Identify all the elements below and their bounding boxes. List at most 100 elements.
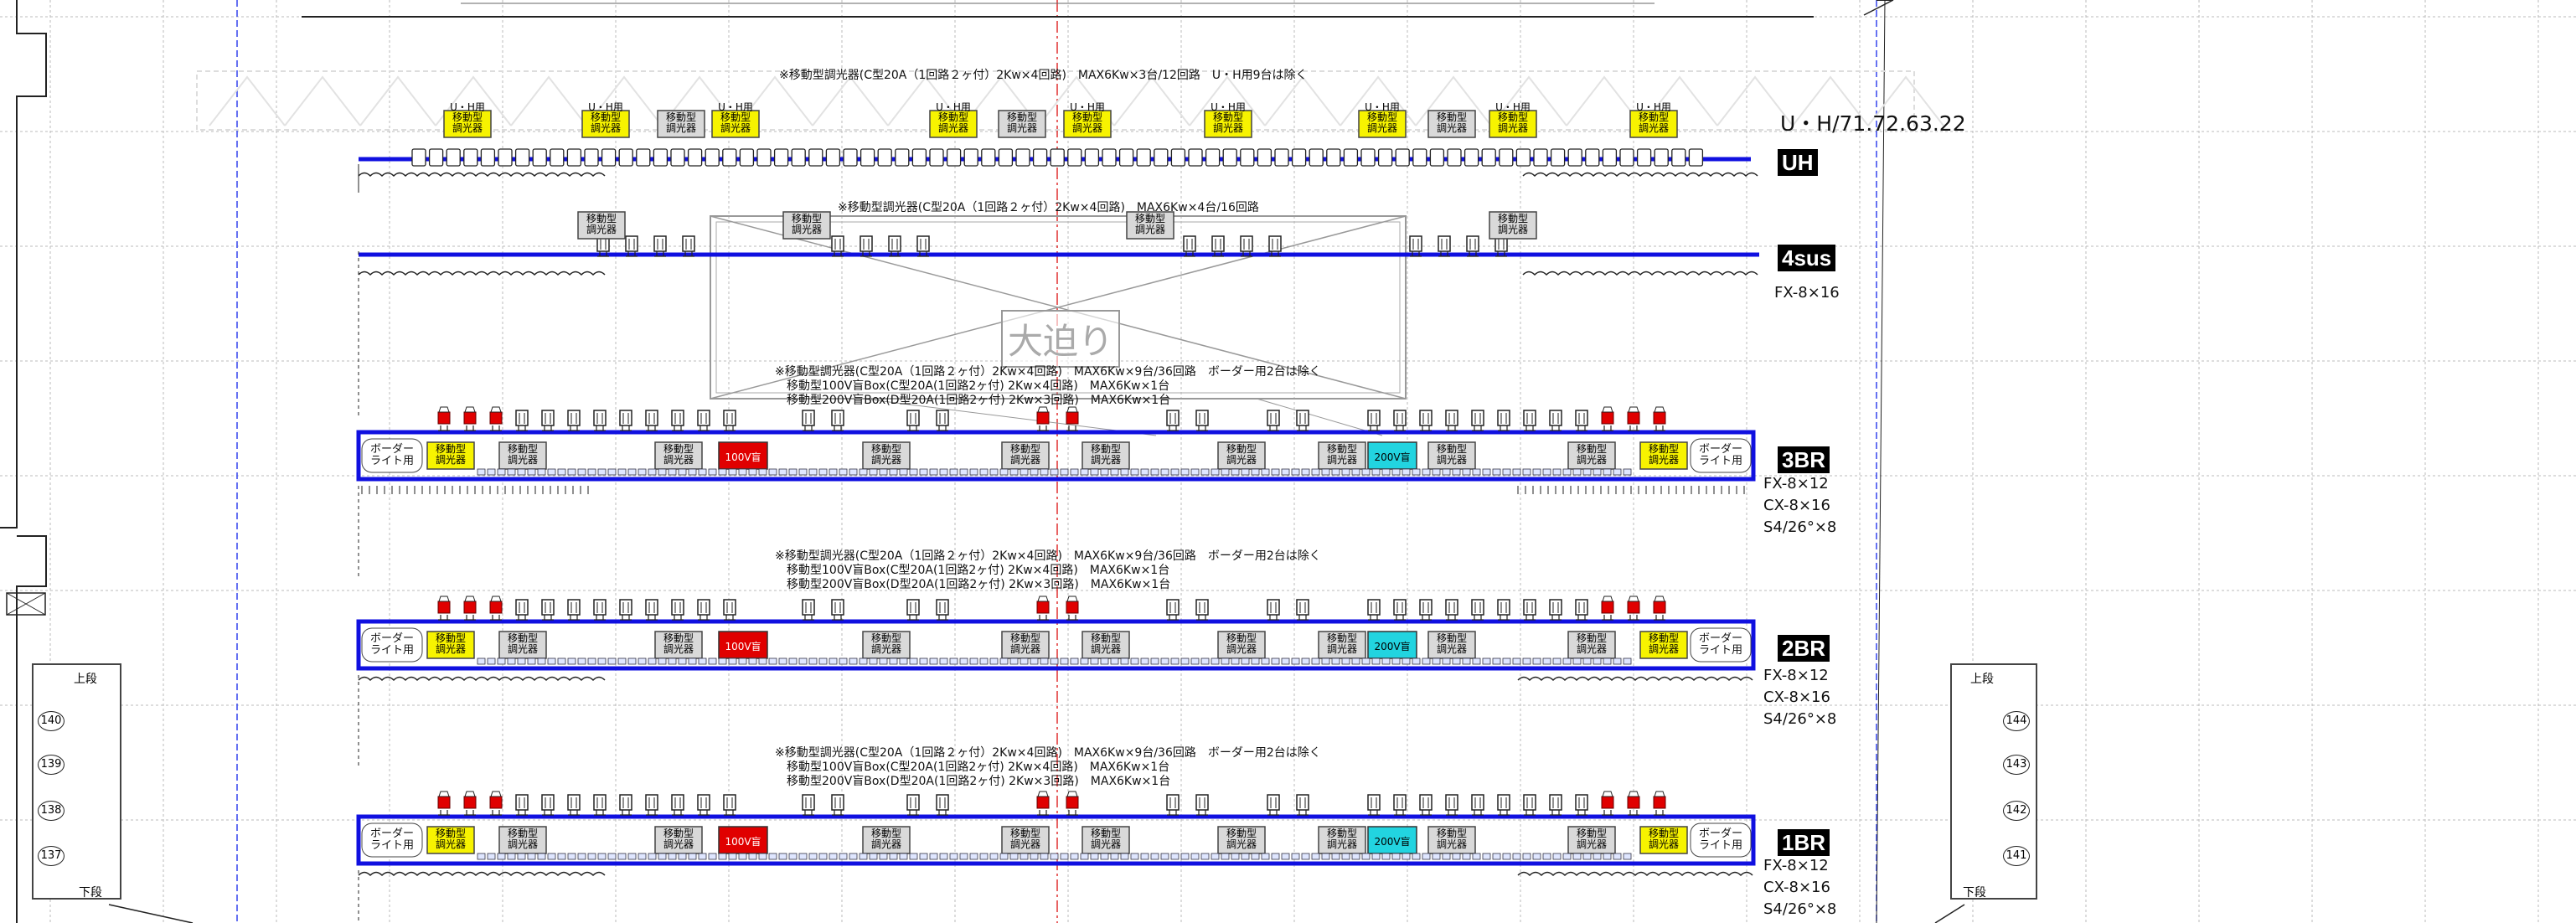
br2-fixture-27 (1497, 599, 1510, 616)
br2-strip-cell (1422, 657, 1431, 665)
br1-strip-cell (1080, 853, 1089, 860)
br3-strip-cell (839, 468, 848, 476)
br2-fixture-28 (1523, 599, 1536, 616)
br3-fixture-spec: FX-8×12 CX-8×16 S4/26°×8 (1763, 475, 1837, 536)
br2-strip-cell (617, 657, 627, 665)
uh-strip-cell (428, 148, 444, 167)
br1-strip-cell (1251, 853, 1260, 860)
br1-strip-cell (839, 853, 848, 860)
br3-strip-cell (658, 468, 667, 476)
br2-strip-cell (1271, 657, 1280, 665)
br3-fixture-19 (1195, 410, 1209, 426)
br2-fixture-6 (593, 599, 607, 616)
br3-strip-cell (1120, 468, 1129, 476)
br1-strip-cell (1100, 853, 1109, 860)
sus4-fixture-2-3 (1268, 235, 1282, 252)
br3-fixture-11 (723, 410, 736, 426)
br3-fixture-22 (1367, 410, 1381, 426)
br3-strip-cell (989, 468, 999, 476)
truss-web (1113, 75, 1190, 126)
br2-strip-cell (1582, 657, 1592, 665)
uh-dimmer-0-label: 移動型 調光器 (452, 111, 483, 134)
br3-strip-cell (527, 468, 536, 476)
br1-fixture-33 (1653, 796, 1666, 809)
br2-strip-cell (1482, 657, 1491, 665)
br2-strip-cell (1291, 657, 1300, 665)
br1-strip-cell (507, 853, 516, 860)
sus4-fixture-3-2-clamp (1467, 251, 1479, 257)
br1-fixture-27 (1497, 794, 1510, 811)
br1-strip-cell (1190, 853, 1200, 860)
br3-strip-cell (1090, 468, 1099, 476)
br3-frame (356, 430, 1756, 482)
br3-strip-cell (638, 468, 647, 476)
br3-fixture-16 (1036, 411, 1050, 425)
br3-strip-cell (1603, 468, 1612, 476)
truss-web (1716, 75, 1794, 126)
trap-outline (710, 215, 1407, 400)
br3-fixture-30-clamp (1576, 425, 1587, 431)
br2-dimmer-yellow-right (1639, 631, 1688, 659)
br2-strip-cell (497, 657, 506, 665)
br1-strip-cell (778, 853, 787, 860)
sus4-dimmer-3 (1489, 211, 1537, 240)
br1-dimmer-2 (862, 826, 911, 854)
truss-web (1038, 75, 1115, 126)
uh-strip-cell (756, 148, 772, 167)
br1-strip-cell (909, 853, 918, 860)
br2-strip-cell (798, 657, 808, 665)
sus4-fixture-1-0 (831, 235, 844, 252)
br2-dimmer-6 (1318, 631, 1366, 659)
br1-dimmer-3 (1001, 826, 1050, 854)
br1-strip-cell (1452, 853, 1461, 860)
br2-strip-cell (1150, 657, 1159, 665)
br3-strip-cell (748, 468, 757, 476)
sus4-wave-left (358, 271, 606, 276)
br1-fixture-11 (723, 794, 736, 811)
br2-strip-cell (718, 657, 727, 665)
br2-fixture-11 (723, 599, 736, 616)
br1-strip-cell (879, 853, 888, 860)
br1-strip-cell (1582, 853, 1592, 860)
uh-strip-cell (566, 148, 582, 167)
truss-web (1340, 75, 1417, 126)
br2-strip-cell (1120, 657, 1129, 665)
uh-strip-cell (1654, 148, 1669, 167)
left-wall-box-x2 (6, 592, 46, 616)
br2-v200-label: 200V盲 (1374, 641, 1411, 652)
br1-strip-cell (1412, 853, 1421, 860)
br3-fixture-20-clamp (1267, 425, 1279, 431)
br1-fixture-25-clamp (1446, 810, 1458, 816)
right-wall-line (1876, 0, 1886, 923)
br3-strip-cell (939, 468, 948, 476)
uh-strip-cell (653, 148, 669, 167)
br2-strip-cell (949, 657, 958, 665)
br3-fixture-9-clamp (672, 425, 684, 431)
br1-dimmer-7-label: 移動型 調光器 (1436, 828, 1467, 850)
sus4-fixture-0-0-clamp (597, 251, 609, 257)
br2-strip-cell (1170, 657, 1180, 665)
br1-strip-cell (1331, 853, 1340, 860)
br3-fixture-32-cap (1628, 406, 1639, 413)
br3-strip-cell (497, 468, 506, 476)
br2-fixture-20 (1267, 599, 1280, 616)
br1-strip-cell (818, 853, 828, 860)
br1-strip-cell (1261, 853, 1270, 860)
br3-strip-cell (1050, 468, 1059, 476)
br2-fixture-1-cap (464, 596, 476, 602)
br1-fixture-1-cap (464, 791, 476, 797)
br3-dimmer-8 (1567, 441, 1616, 470)
br3-fixture-7-clamp (620, 425, 632, 431)
br2-strip-cell (577, 657, 586, 665)
br3-strip-cell (889, 468, 898, 476)
br1-strip-cell (919, 853, 928, 860)
br2-strip-cell (1532, 657, 1541, 665)
br3-strip-cell (668, 468, 677, 476)
br2-strip-cell (1090, 657, 1099, 665)
br3-strip-cell (959, 468, 968, 476)
br1-strip-cell (1603, 853, 1612, 860)
trap-lead-1 (862, 398, 1157, 436)
br1-fixture-18-clamp (1167, 810, 1179, 816)
br1-strip-cell (768, 853, 777, 860)
br2-fixture-11-clamp (724, 615, 736, 621)
